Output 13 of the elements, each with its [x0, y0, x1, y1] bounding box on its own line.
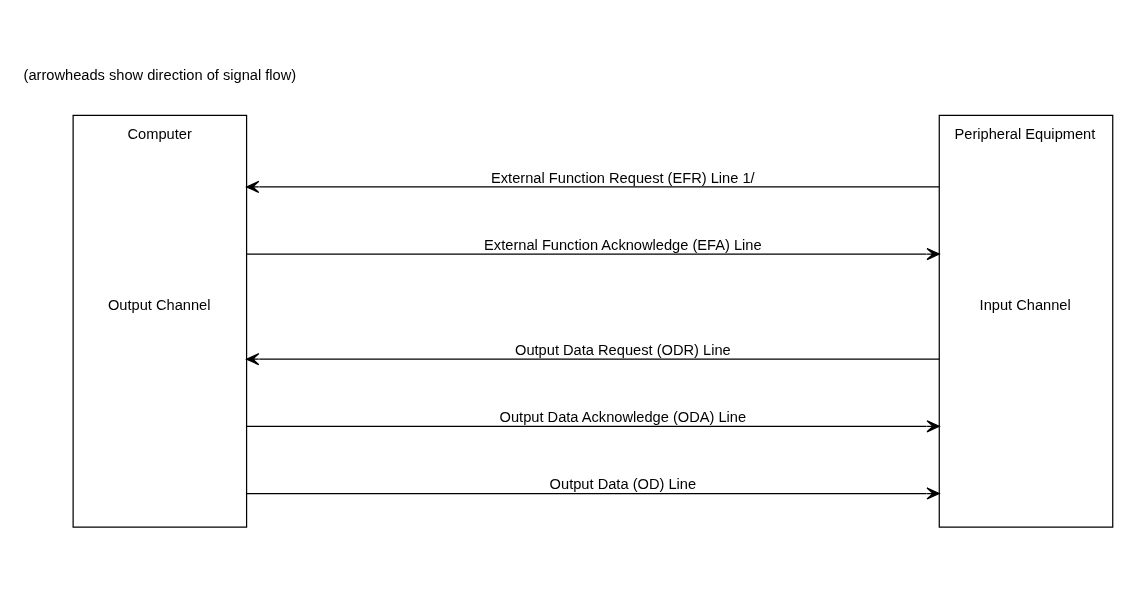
edge-label: Output Data (OD) Line	[549, 476, 697, 493]
edge-label: External Function Request (EFR) Line 1/	[491, 169, 755, 186]
arrow	[246, 180, 940, 193]
arrow	[246, 420, 940, 433]
edge-label: Output Data Acknowledge (ODA) Line	[499, 409, 747, 426]
arrow	[246, 247, 940, 261]
arrow	[246, 487, 940, 500]
edge-label: Output Data Request (ODR) Line	[515, 341, 731, 358]
edge-label: External Function Acknowledge (EFA) Line	[484, 236, 762, 253]
arrow	[246, 353, 940, 366]
node-box: Computer Output Channel	[72, 114, 248, 528]
node-box: Peripheral Equipment Input Channel	[938, 114, 1114, 528]
label: (arrowheads show direction of signal flow)	[23, 66, 297, 83]
